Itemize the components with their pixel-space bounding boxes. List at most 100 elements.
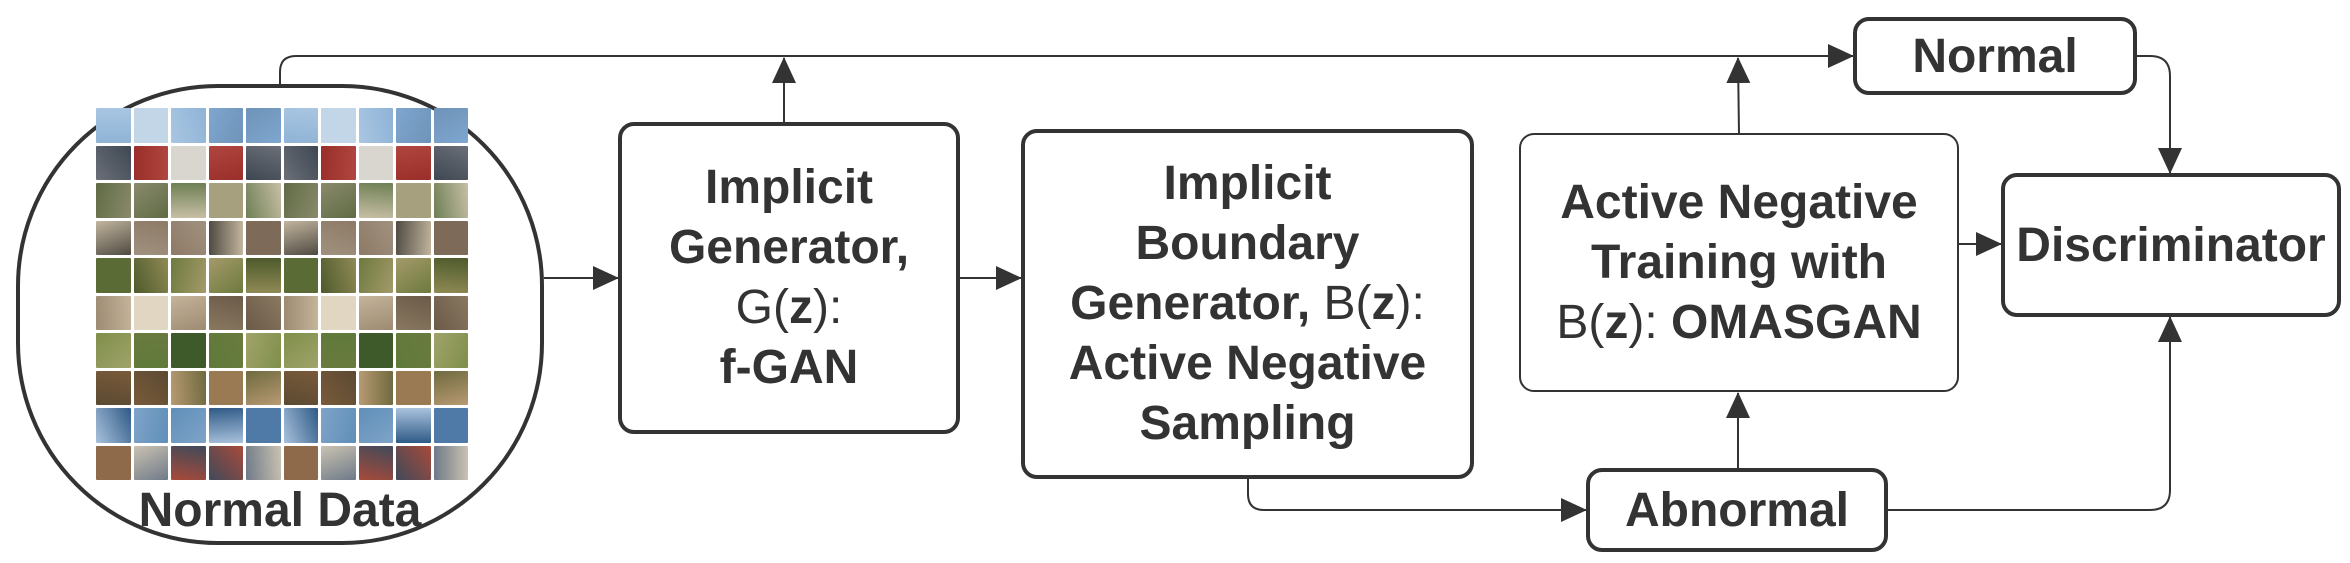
sample-image-deer — [433, 258, 468, 293]
discriminator-label: Discriminator — [2016, 218, 2326, 272]
sample-image-horse — [433, 370, 468, 405]
sample-image-horse — [96, 370, 131, 405]
sample-image-cat — [96, 220, 131, 255]
sample-image-deer — [321, 258, 356, 293]
boundary-generator-line1: Implicit — [1163, 157, 1332, 210]
arrow-normal-to-discriminator — [2135, 55, 2182, 174]
sample-image-automobile — [321, 145, 356, 180]
sample-image-bird — [433, 183, 468, 218]
sample-image-frog — [171, 333, 206, 368]
sample-image-truck — [283, 445, 318, 480]
sample-image-horse — [321, 370, 356, 405]
sample-image-horse — [358, 370, 393, 405]
sample-image-airplane — [171, 108, 206, 143]
sample-image-bird — [171, 183, 206, 218]
implicit-generator-line3: G(z): — [735, 281, 843, 334]
sample-image-ship — [283, 408, 318, 443]
implicit-generator-line1: Implicit — [704, 161, 874, 214]
sample-image-deer — [358, 258, 393, 293]
sample-image-bird — [283, 183, 318, 218]
sample-image-airplane — [358, 108, 393, 143]
sample-image-horse — [246, 370, 281, 405]
sample-image-frog — [433, 333, 468, 368]
boundary-generator-line4: Active Negative — [1068, 337, 1427, 390]
sample-image-dog — [208, 295, 243, 330]
abnormal-label: Abnormal — [1624, 483, 1849, 537]
sample-image-dog — [396, 295, 431, 330]
sample-image-bird — [321, 183, 356, 218]
sample-image-bird — [358, 183, 393, 218]
sample-image-deer — [396, 258, 431, 293]
sample-image-bird — [396, 183, 431, 218]
sample-image-truck — [208, 445, 243, 480]
sample-image-frog — [321, 333, 356, 368]
sample-image-airplane — [246, 108, 281, 143]
sample-image-frog — [246, 333, 281, 368]
sample-image-truck — [133, 445, 168, 480]
sample-image-ship — [396, 408, 431, 443]
sample-image-horse — [208, 370, 243, 405]
sample-image-automobile — [396, 145, 431, 180]
sample-image-airplane — [433, 108, 468, 143]
sample-image-dog — [358, 295, 393, 330]
sample-image-dog — [283, 295, 318, 330]
sample-image-automobile — [283, 145, 318, 180]
sample-image-automobile — [208, 145, 243, 180]
normal-data-image-grid — [96, 108, 468, 480]
normal-data-label: Normal Data — [138, 483, 422, 537]
sample-image-ship — [433, 408, 468, 443]
sample-image-ship — [358, 408, 393, 443]
sample-image-automobile — [171, 145, 206, 180]
sample-image-bird — [133, 183, 168, 218]
sample-image-automobile — [358, 145, 393, 180]
sample-image-ship — [246, 408, 281, 443]
sample-image-airplane — [283, 108, 318, 143]
sample-image-frog — [208, 333, 243, 368]
sample-image-truck — [171, 445, 206, 480]
sample-image-cat — [171, 220, 206, 255]
sample-image-frog — [133, 333, 168, 368]
sample-image-deer — [96, 258, 131, 293]
sample-image-frog — [283, 333, 318, 368]
sample-image-cat — [133, 220, 168, 255]
sample-image-ship — [171, 408, 206, 443]
sample-image-cat — [433, 220, 468, 255]
implicit-generator-line2: Generator, — [668, 221, 910, 274]
training-line3: B(z): OMASGAN — [1556, 295, 1922, 349]
sample-image-dog — [433, 295, 468, 330]
implicit-generator-line4: f-GAN — [719, 341, 859, 394]
sample-image-ship — [208, 408, 243, 443]
sample-image-ship — [133, 408, 168, 443]
sample-image-horse — [396, 370, 431, 405]
sample-image-horse — [171, 370, 206, 405]
sample-image-dog — [171, 295, 206, 330]
sample-image-airplane — [96, 108, 131, 143]
sample-image-truck — [96, 445, 131, 480]
sample-image-automobile — [133, 145, 168, 180]
sample-image-truck — [358, 445, 393, 480]
sample-image-truck — [321, 445, 356, 480]
training-line1: Active Negative — [1560, 175, 1918, 229]
sample-image-cat — [321, 220, 356, 255]
boundary-generator-text: Implicit Boundary Generator, B(z): Activ… — [1027, 135, 1468, 473]
boundary-generator-line3: Generator, B(z): — [1070, 277, 1425, 330]
discriminator-box — [2001, 173, 2341, 317]
sample-image-deer — [246, 258, 281, 293]
arrow-abnormal-to-discriminator — [1886, 316, 2182, 511]
arrow-training-up — [1726, 57, 1751, 135]
sample-image-automobile — [246, 145, 281, 180]
implicit-generator-text: Implicit Generator, G(z): f-GAN — [624, 128, 954, 428]
training-line2: Training with — [1591, 235, 1887, 289]
sample-image-dog — [133, 295, 168, 330]
sample-image-dog — [246, 295, 281, 330]
arrow-data-to-normal — [279, 44, 1854, 84]
sample-image-airplane — [396, 108, 431, 143]
boundary-generator-line2: Boundary — [1135, 217, 1360, 270]
sample-image-truck — [433, 445, 468, 480]
sample-image-deer — [133, 258, 168, 293]
sample-image-cat — [246, 220, 281, 255]
sample-image-airplane — [321, 108, 356, 143]
sample-image-truck — [396, 445, 431, 480]
boundary-generator-line5: Sampling — [1139, 397, 1356, 450]
normal-label: Normal — [1912, 29, 2078, 83]
